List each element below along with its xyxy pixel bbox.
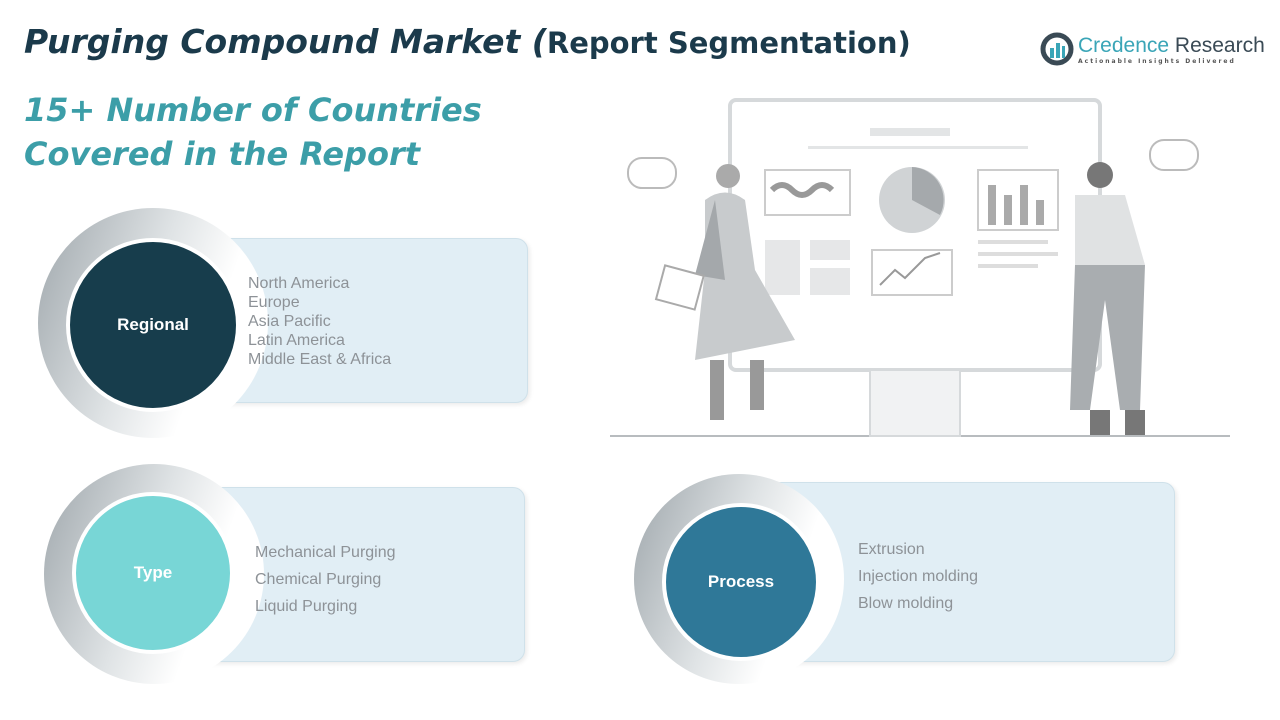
list-item: Latin America [248,332,345,349]
presentation-illustration [610,98,1230,437]
list-item: Blow molding [858,595,954,612]
logo-name-2: Research [1174,33,1265,57]
segment-label: Regional [66,238,240,412]
logo-name-1: Credence [1078,33,1170,57]
title-paren: Report Segmentation) [546,26,911,60]
logo: Credence Research Actionable Insights De… [1040,32,1265,66]
list-item: Europe [248,294,300,311]
title-main: Purging Compound Market ( [24,22,547,61]
list-item: Liquid Purging [255,598,358,615]
subtitle-line2: Covered in the Report [24,135,421,173]
list-item: Mechanical Purging [255,544,396,561]
logo-icon [1040,32,1074,66]
list-item: North America [248,275,350,292]
page-title: Purging Compound Market (Report Segmenta… [24,22,911,61]
segment-label: Type [72,492,234,654]
list-item: Injection molding [858,568,979,585]
segment-label: Process [662,503,820,661]
list-item: Extrusion [858,541,925,558]
list-item: Middle East & Africa [248,351,392,368]
logo-tagline: Actionable Insights Delivered [1078,57,1236,65]
list-item: Asia Pacific [248,313,331,330]
subtitle-line1: 15+ Number of Countries [24,91,482,129]
list-item: Chemical Purging [255,571,382,588]
